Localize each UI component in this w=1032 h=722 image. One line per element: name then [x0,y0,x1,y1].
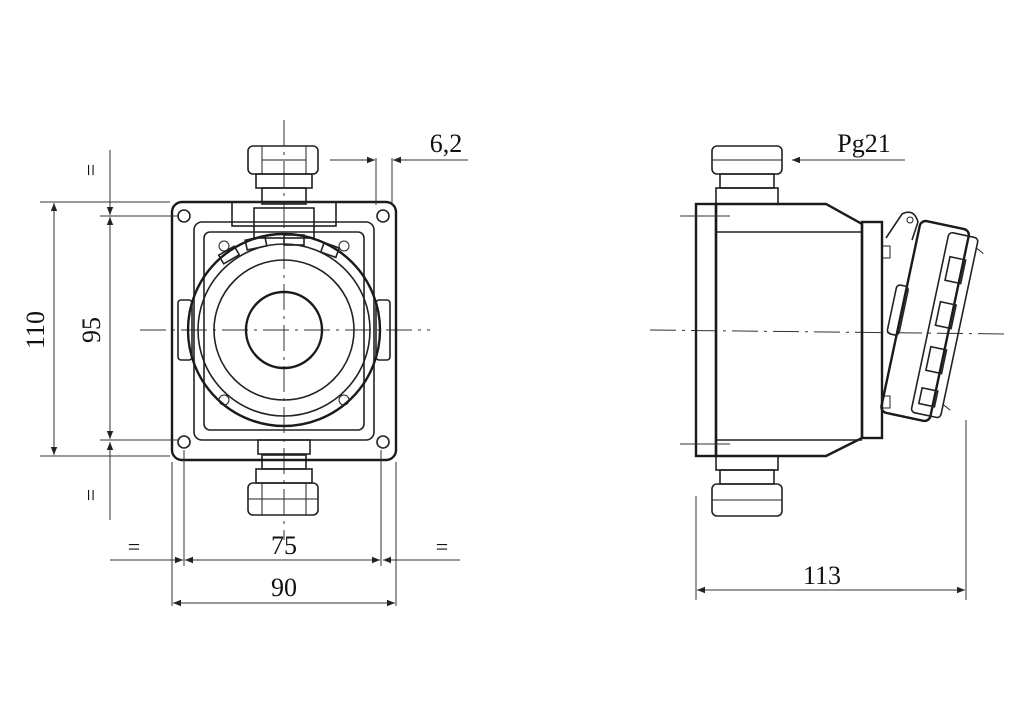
side-flange [860,220,884,440]
socket-lid-ring [213,259,355,401]
bottom-label-slot [257,439,311,455]
side-top-cable-gland [711,145,783,205]
housing-inner-frame [203,231,365,431]
label-equal-top: = [78,164,103,176]
top-lug [231,201,337,227]
side-housing-body [714,202,864,458]
label-height-holes: 95 [77,317,106,343]
label-width-total: 90 [271,573,297,602]
label-width-holes: 75 [271,531,297,560]
top-cable-gland [247,145,319,205]
side-mounting-plate [694,202,718,458]
label-equal-right: = [436,534,448,559]
side-bottom-cable-gland [711,455,783,517]
label-equal-bottom: = [78,489,103,501]
label-equal-left: = [128,534,140,559]
label-offset: 6,2 [430,129,463,158]
mounting-holes [177,209,390,449]
label-thread: Pg21 [837,129,890,158]
label-depth: 113 [803,561,841,590]
side-hinge [885,211,919,241]
socket [177,232,391,428]
side-socket [880,219,984,423]
bottom-cable-gland [247,454,319,516]
socket-flange [186,232,382,428]
side-horizontal-centerline [649,329,1007,335]
front-view [40,120,468,607]
socket-opening [244,290,324,370]
label-height-total: 110 [21,311,50,349]
side-view [649,145,1007,600]
